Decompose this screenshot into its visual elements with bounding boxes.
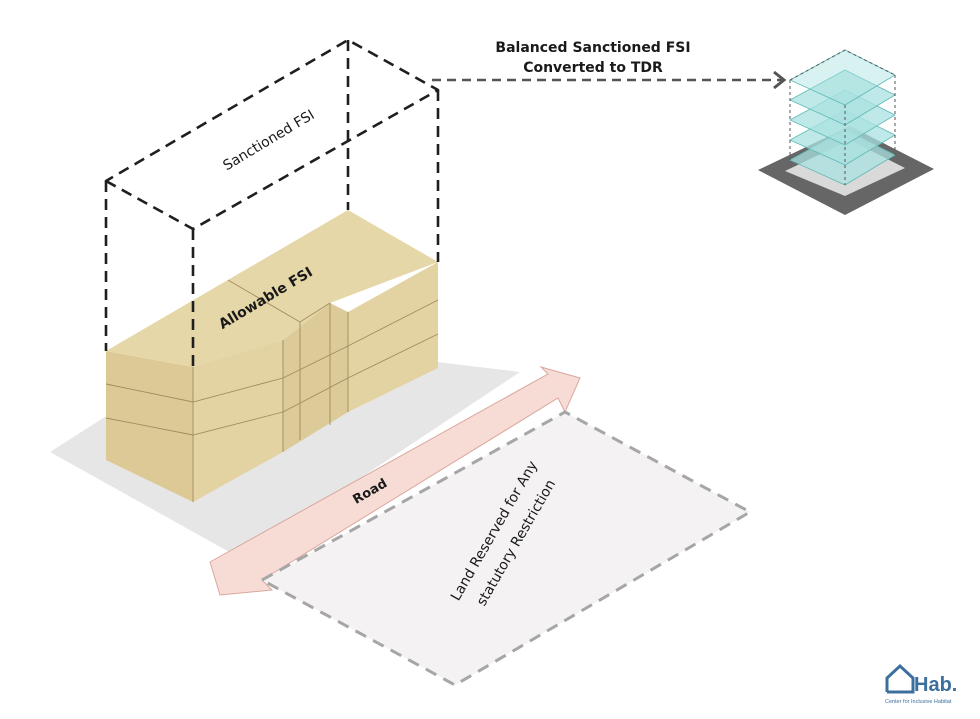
tdr-label-line1: Balanced Sanctioned FSI [495, 40, 690, 56]
sanctioned-fsi-label: Sanctioned FSI [220, 107, 317, 174]
reserved-land-area [258, 410, 754, 687]
ihab-logo: Hab. Center for Inclusive Habitat [885, 663, 957, 705]
allowable-fsi-building [105, 210, 439, 502]
sanctioned-fsi-envelope [104, 38, 440, 367]
house-logo-icon [885, 663, 915, 694]
logo-tagline: Center for Inclusive Habitat [885, 699, 952, 705]
road-band [209, 365, 581, 596]
tdr-label-line2: Converted to TDR [523, 60, 663, 76]
tdr-transfer-arrow [432, 70, 787, 90]
logo-name: Hab. [914, 674, 957, 696]
tdr-building-icon [758, 49, 934, 215]
